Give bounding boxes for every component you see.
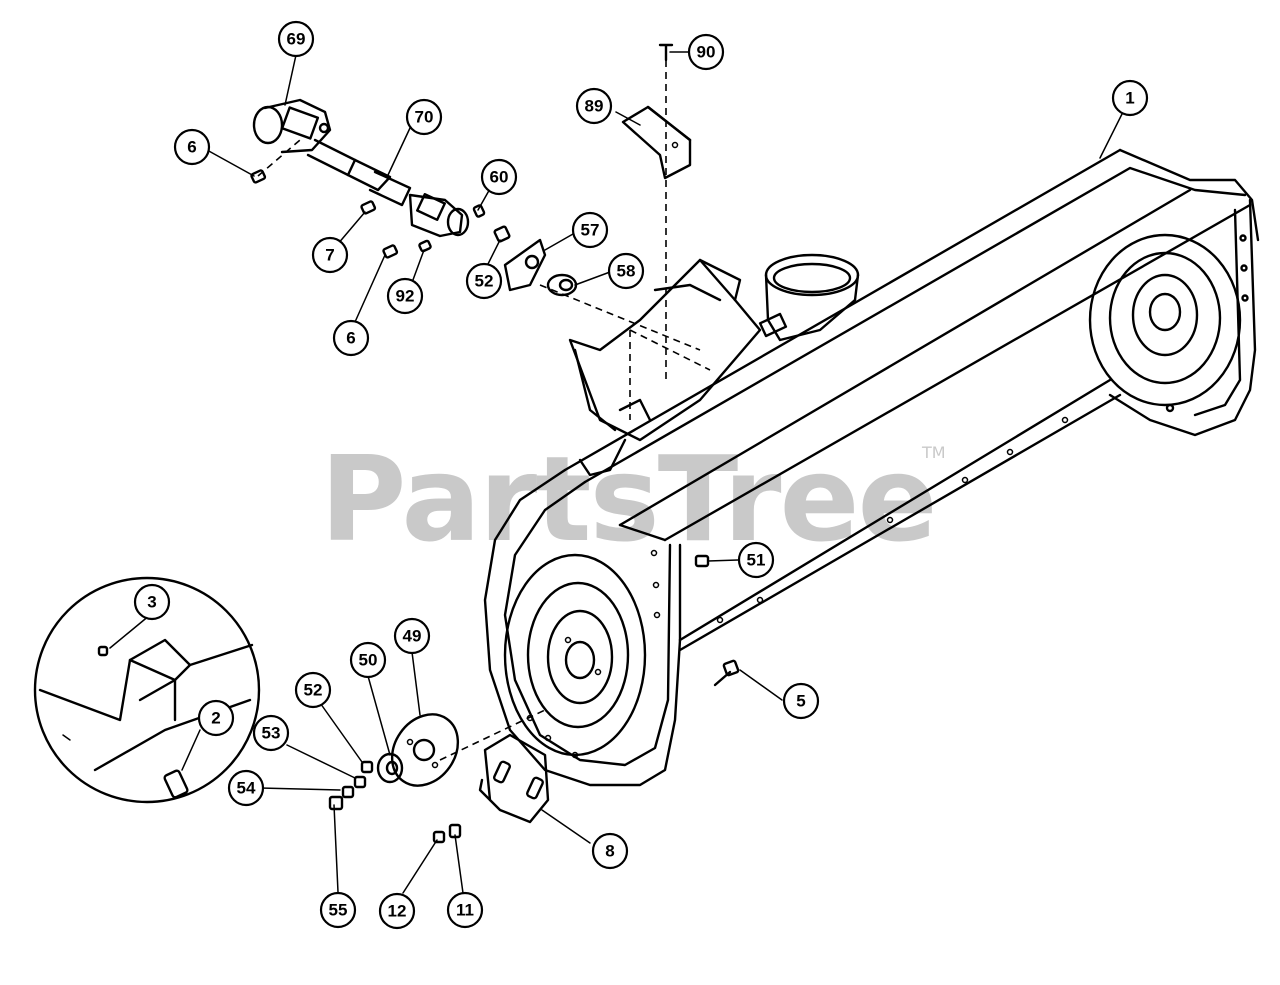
- callout-label: 92: [396, 287, 415, 306]
- callout-12[interactable]: 12: [378, 892, 416, 930]
- callout-label: 54: [237, 779, 256, 798]
- callout-53[interactable]: 53: [252, 714, 290, 752]
- callout-89[interactable]: 89: [575, 87, 613, 125]
- callout-label: 50: [359, 651, 378, 670]
- watermark-text: PartsTree: [320, 430, 936, 568]
- callout-label: 5: [796, 692, 805, 711]
- callout-54[interactable]: 54: [227, 769, 265, 807]
- callout-label: 57: [581, 221, 600, 240]
- callout-6[interactable]: 6: [332, 319, 370, 357]
- callout-52[interactable]: 52: [465, 262, 503, 300]
- callout-90[interactable]: 90: [687, 33, 725, 71]
- callout-2[interactable]: 2: [197, 699, 235, 737]
- callout-69[interactable]: 69: [277, 20, 315, 58]
- callout-label: 58: [617, 262, 636, 281]
- callout-label: 8: [605, 842, 614, 861]
- callout-label: 90: [697, 43, 716, 62]
- callout-label: 7: [325, 246, 334, 265]
- callout-label: 60: [490, 168, 509, 187]
- callout-5[interactable]: 5: [782, 682, 820, 720]
- callout-92[interactable]: 92: [386, 277, 424, 315]
- callout-51[interactable]: 51: [737, 541, 775, 579]
- callout-8[interactable]: 8: [591, 832, 629, 870]
- small-hardware: [250, 43, 740, 844]
- callout-55[interactable]: 55: [319, 891, 357, 929]
- driveshaft-assembly: [252, 98, 470, 238]
- callout-58[interactable]: 58: [607, 252, 645, 290]
- callout-1[interactable]: 1: [1111, 79, 1149, 117]
- callout-11[interactable]: 11: [446, 891, 484, 929]
- callout-6[interactable]: 6: [173, 128, 211, 166]
- callout-label: 55: [329, 901, 348, 920]
- callout-49[interactable]: 49: [393, 617, 431, 655]
- callout-label: 6: [346, 329, 355, 348]
- callout-label: 53: [262, 724, 281, 743]
- callout-50[interactable]: 50: [349, 641, 387, 679]
- callout-7[interactable]: 7: [311, 236, 349, 274]
- callout-label: 52: [475, 272, 494, 291]
- callout-label: 49: [403, 627, 422, 646]
- callout-3[interactable]: 3: [133, 583, 171, 621]
- watermark: PartsTree TM: [320, 430, 946, 568]
- callout-52[interactable]: 52: [294, 671, 332, 709]
- callout-60[interactable]: 60: [480, 158, 518, 196]
- callout-label: 2: [211, 709, 220, 728]
- callout-57[interactable]: 57: [571, 211, 609, 249]
- callout-label: 11: [456, 901, 474, 920]
- inset-detail: [33, 576, 261, 804]
- callout-label: 1: [1125, 89, 1134, 108]
- callout-label: 52: [304, 681, 323, 700]
- callout-70[interactable]: 70: [405, 98, 443, 136]
- watermark-trademark: TM: [921, 443, 946, 462]
- callout-label: 70: [415, 108, 434, 127]
- leader-lines: [109, 51, 1125, 894]
- callout-label: 51: [747, 551, 766, 570]
- callout-label: 69: [287, 30, 306, 49]
- callout-label: 3: [147, 593, 156, 612]
- callouts: 69 6 70 60 7 57 52 58 92 6 90 89 1 51 3 …: [133, 20, 1149, 930]
- callout-label: 89: [585, 97, 604, 116]
- callout-label: 6: [187, 138, 196, 157]
- callout-label: 12: [388, 902, 407, 921]
- auger-housing: [483, 148, 1260, 787]
